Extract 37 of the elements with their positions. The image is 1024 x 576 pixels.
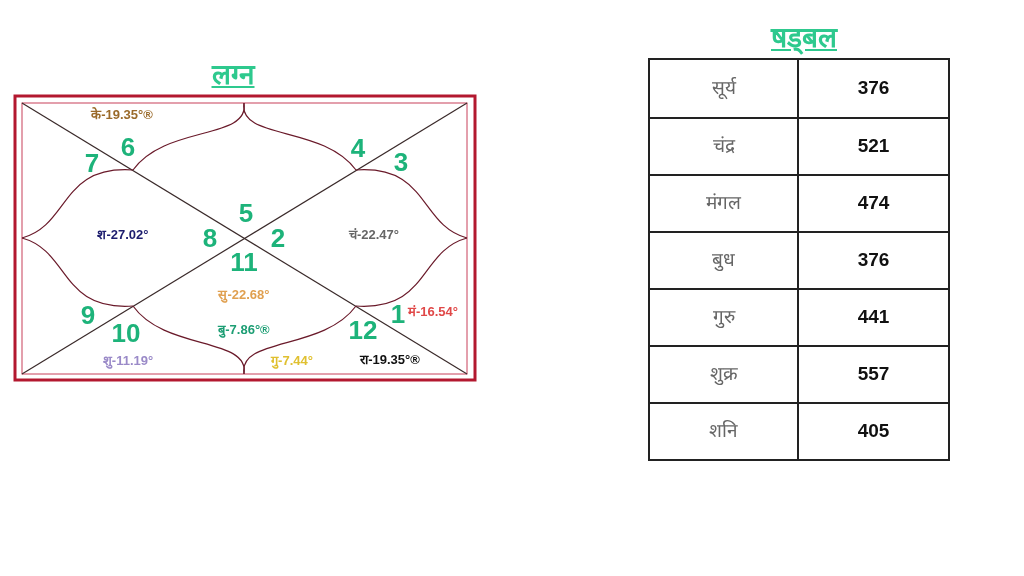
table-cell: बुध bbox=[650, 231, 799, 288]
table-cell: शुक्र bbox=[650, 345, 799, 402]
table-cell: गुरु bbox=[650, 288, 799, 345]
table-cell: 405 bbox=[799, 402, 948, 459]
planet-degree: शु-11.19° bbox=[102, 353, 154, 367]
house-number: 7 bbox=[84, 150, 100, 176]
table-cell: शनि bbox=[650, 402, 799, 459]
house-number: 4 bbox=[350, 135, 366, 161]
table-cell: सूर्य bbox=[650, 60, 799, 117]
table-cell: 521 bbox=[799, 117, 948, 174]
house-number: 10 bbox=[111, 320, 141, 346]
house-number: 1 bbox=[390, 301, 406, 327]
table-cell: 474 bbox=[799, 174, 948, 231]
planet-degree: सु-22.68° bbox=[218, 287, 270, 301]
planet-degree: रा-19.35°® bbox=[360, 352, 420, 366]
planet-degree: मं-16.54° bbox=[407, 304, 459, 318]
table-cell: चंद्र bbox=[650, 117, 799, 174]
table-cell: 441 bbox=[799, 288, 948, 345]
house-number: 3 bbox=[393, 149, 409, 175]
planet-degree: के-19.35°® bbox=[91, 107, 153, 121]
table-heading: षड्बल bbox=[771, 21, 837, 57]
house-number: 11 bbox=[230, 249, 258, 275]
table-cell: 557 bbox=[799, 345, 948, 402]
planet-degree: चं-22.47° bbox=[348, 227, 400, 241]
planet-degree: श-27.02° bbox=[97, 227, 149, 241]
table-cell: 376 bbox=[799, 231, 948, 288]
planet-degree: गु-7.44° bbox=[271, 353, 313, 367]
planet-degree: बु-7.86°® bbox=[218, 322, 270, 336]
house-number: 8 bbox=[202, 225, 218, 251]
house-number: 2 bbox=[270, 225, 286, 251]
house-number: 12 bbox=[348, 317, 378, 343]
house-number: 5 bbox=[238, 200, 254, 226]
table-cell: मंगल bbox=[650, 174, 799, 231]
chart-heading: लग्न bbox=[211, 58, 255, 92]
house-number: 6 bbox=[120, 134, 136, 160]
house-number: 9 bbox=[80, 302, 96, 328]
table-cell-text: 376 bbox=[856, 76, 891, 101]
